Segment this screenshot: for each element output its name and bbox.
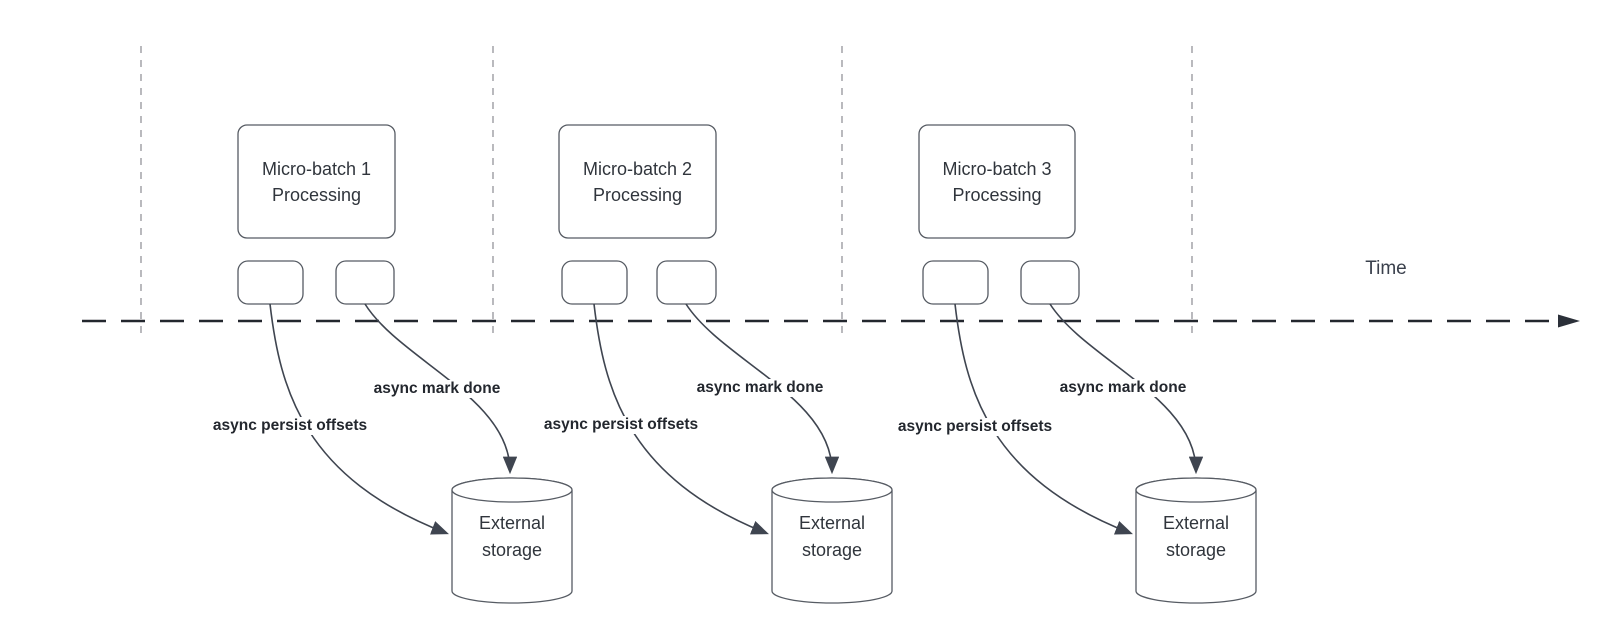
micro-batch-1-offset-task-box [237, 260, 304, 305]
micro-batch-1-label: Micro-batch 1 Processing [261, 158, 372, 205]
external-storage-label-3: External storage [1162, 513, 1230, 560]
micro-batch-2-label: Micro-batch 2 Processing [582, 158, 693, 205]
persist-offsets-label-3: async persist offsets [895, 418, 1055, 436]
micro-batch-3-box [918, 124, 1076, 239]
micro-batch-1-markdone-task-box [335, 260, 395, 305]
time-axis-arrowhead-icon [1558, 314, 1580, 328]
mark-done-label-3: async mark done [1057, 379, 1189, 397]
external-storage-label-2: External storage [798, 513, 866, 560]
micro-batch-1-box [237, 124, 396, 239]
time-axis-label: Time [1365, 258, 1407, 279]
external-storage-cylinder-2-top [771, 477, 893, 503]
external-storage-label-1: External storage [478, 513, 546, 560]
persist-offsets-label-2: async persist offsets [541, 416, 701, 434]
micro-batch-3-label: Micro-batch 3 Processing [942, 158, 1052, 205]
micro-batch-3-markdone-task-box [1020, 260, 1080, 305]
mark-done-label-1: async mark done [371, 380, 503, 398]
external-storage-cylinder-1-top [451, 477, 573, 503]
micro-batch-2-offset-task-box [561, 260, 628, 305]
micro-batch-2-markdone-task-box [656, 260, 717, 305]
micro-batch-2-box [558, 124, 717, 239]
persist-offsets-label-1: async persist offsets [210, 417, 370, 435]
external-storage-cylinder-3-top [1135, 477, 1257, 503]
micro-batch-3-offset-task-box [922, 260, 989, 305]
mark-done-label-2: async mark done [694, 379, 826, 397]
